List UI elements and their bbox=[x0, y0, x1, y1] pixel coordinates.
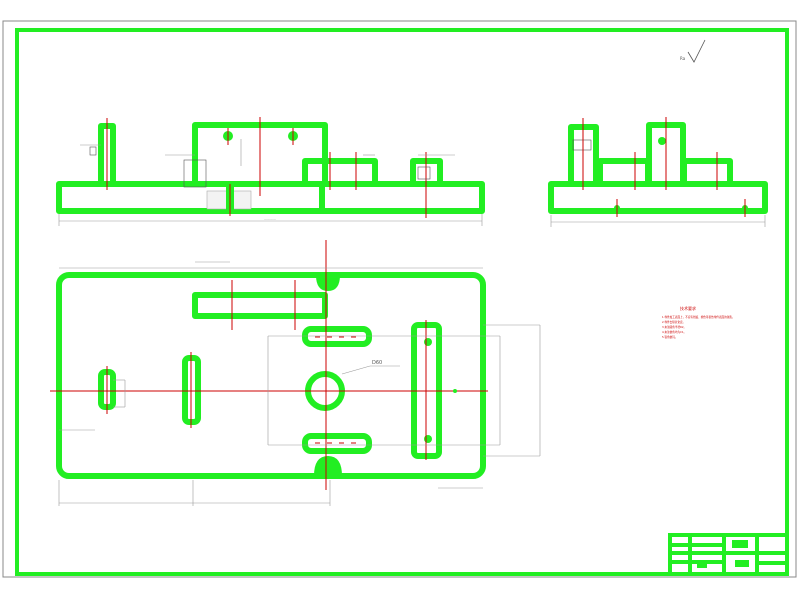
bore-diameter-label: D60 bbox=[372, 360, 382, 366]
top-view-bottom-notch bbox=[314, 456, 342, 476]
notes-line-2: 2.零件去除氧化皮。 bbox=[662, 320, 685, 324]
top-view-lower-slot bbox=[302, 433, 372, 454]
roughness-label: Ra bbox=[680, 56, 686, 61]
title-block bbox=[668, 533, 789, 576]
top-view: D60 bbox=[50, 240, 541, 506]
side-view-left-step bbox=[597, 158, 651, 187]
technical-notes: 技术要求 1.零件加工表面上，不应有划痕、擦伤等损伤零件表面的缺陷。 2.零件去… bbox=[662, 305, 735, 339]
front-view: ———— bbox=[56, 117, 485, 226]
notes-title: 技术要求 bbox=[680, 305, 696, 311]
drawing-frame bbox=[15, 28, 789, 576]
top-view-slot-dashes bbox=[190, 336, 356, 444]
notes-line-4: 4.未注倒角均为C1。 bbox=[662, 330, 686, 334]
title-block-scale-cell bbox=[735, 560, 749, 567]
surface-roughness-symbol: Ra bbox=[680, 39, 706, 63]
top-view-outline bbox=[56, 272, 486, 479]
notes-line-3: 3.未注圆角半径R2。 bbox=[662, 325, 686, 329]
top-view-top-notch bbox=[316, 275, 340, 291]
front-view-step-block bbox=[302, 158, 378, 187]
side-view-right-step bbox=[681, 158, 733, 187]
top-view-top-slot bbox=[192, 292, 328, 319]
notes-line-1: 1.零件加工表面上，不应有划痕、擦伤等损伤零件表面的缺陷。 bbox=[662, 315, 735, 319]
front-view-base bbox=[56, 181, 485, 214]
side-view-hole bbox=[658, 137, 666, 145]
outer-sheet-border bbox=[2, 20, 797, 578]
notes-line-5: 5.锐角倒钝。 bbox=[662, 335, 677, 339]
title-block-name-cell bbox=[732, 540, 748, 548]
side-view bbox=[548, 117, 768, 227]
svg-text:————: ———— bbox=[264, 217, 276, 221]
top-view-upper-slot bbox=[302, 326, 372, 347]
